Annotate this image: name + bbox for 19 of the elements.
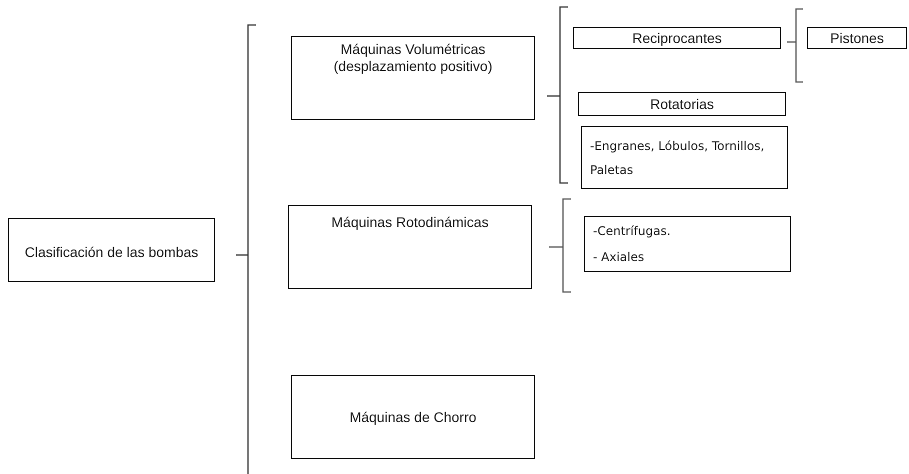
node-label: Rotatorias (649, 96, 715, 112)
node-label: Máquinas Rotodinámicas (330, 214, 490, 231)
category-box (8, 218, 215, 282)
node-label: Pistones (829, 30, 885, 46)
category-box (291, 36, 535, 120)
list-box (584, 216, 791, 272)
node-label: Máquinas Volumétricas (desplazamiento positivo) (332, 41, 494, 75)
node-label: Máquinas de Chorro (348, 408, 478, 426)
category-box (291, 375, 535, 459)
node-label: - Axiales (593, 249, 646, 266)
node-label: -Engranes, Lóbulos, Tornillos, Paletas (590, 138, 766, 178)
category-box (288, 205, 532, 289)
node-label: -Centrífugas. (593, 223, 672, 240)
list-box (581, 126, 788, 189)
category-box (573, 27, 781, 49)
category-box (578, 92, 786, 116)
node-label: Clasificación de las bombas (24, 244, 200, 260)
node-label: Reciprocantes (631, 30, 723, 46)
category-box (807, 27, 907, 49)
